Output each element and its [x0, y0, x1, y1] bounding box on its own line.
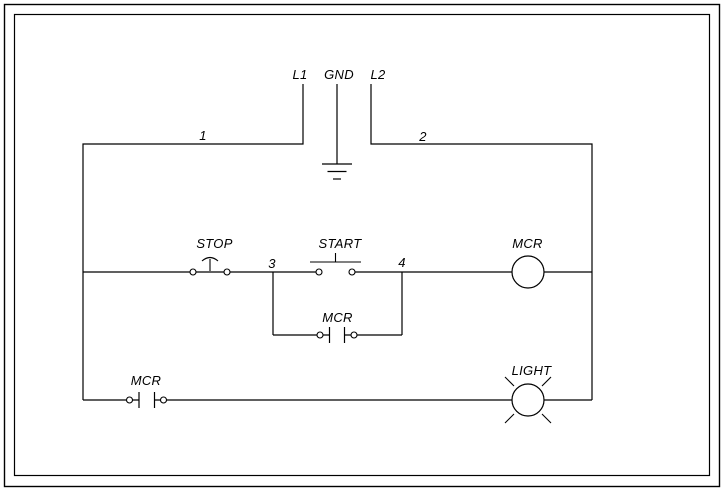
stop-terminal-right: [223, 268, 231, 276]
seal-terminal-left: [316, 331, 324, 339]
mcr-coil-symbol: [511, 255, 545, 289]
light-label: LIGHT: [512, 363, 553, 378]
mcr-contact-terminal-right: [159, 396, 168, 404]
light-ray-lower-left: [504, 413, 515, 424]
start-label: START: [319, 236, 363, 251]
wire-number-1: 1: [199, 128, 207, 143]
stop-terminal-left: [189, 268, 197, 276]
stop-label: STOP: [196, 236, 232, 251]
outer-border: [3, 3, 721, 488]
mcr-contact-terminal-left: [125, 396, 134, 404]
mcr-seal-label: MCR: [322, 310, 353, 325]
light-lens: [511, 383, 545, 417]
start-terminal-left: [315, 268, 323, 276]
stop-pushbutton-nc: [189, 256, 231, 276]
label-l2: L2: [370, 67, 386, 82]
wire-number-3: 3: [268, 256, 276, 271]
stop-actuator-bar: [201, 256, 219, 262]
light-ray-upper-right: [541, 376, 552, 387]
wire-number-2: 2: [418, 129, 427, 144]
light-ray-upper-left: [504, 376, 515, 387]
start-terminal-right: [348, 268, 356, 276]
pilot-light-symbol: [504, 376, 552, 424]
ground-symbol: [322, 84, 352, 180]
mcr-contact-label: MCR: [131, 373, 162, 388]
wire-number-4: 4: [398, 255, 406, 270]
mcr-coil-label: MCR: [512, 236, 543, 251]
label-l1: L1: [292, 67, 307, 82]
seal-terminal-right: [350, 331, 358, 339]
l2-right-rail: [370, 84, 593, 400]
label-gnd: GND: [324, 67, 354, 82]
inner-border: [13, 13, 711, 477]
mcr-no-contact: [125, 392, 168, 408]
mcr-seal-in-contact: [273, 327, 402, 343]
start-pushbutton-no: [310, 253, 361, 276]
light-ray-lower-right: [541, 413, 552, 424]
l1-left-rail: [82, 84, 304, 400]
